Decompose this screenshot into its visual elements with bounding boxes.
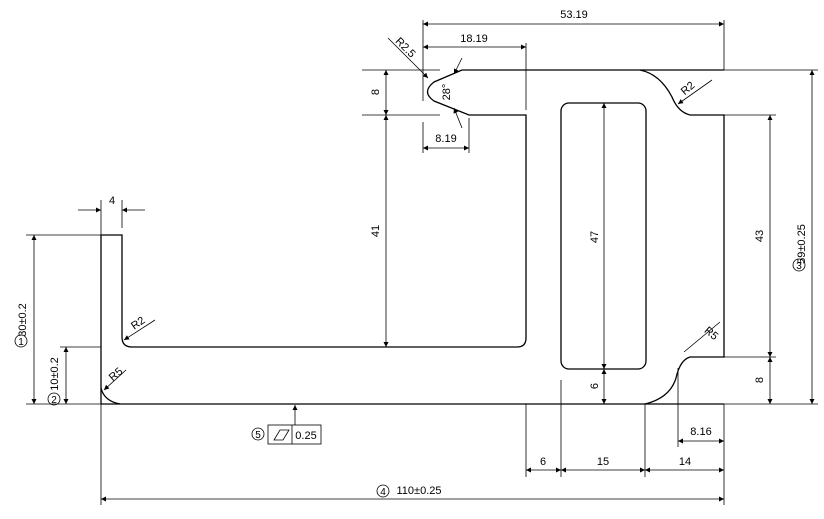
r2-left-leader <box>123 319 156 341</box>
dim-30: 30±0.2 <box>17 303 29 337</box>
outline-left-tab <box>100 69 724 404</box>
dim-6-inner: 6 <box>589 383 601 389</box>
dim-18-19: 18.19 <box>460 33 488 45</box>
r5-right-leader <box>683 321 721 353</box>
r2-5-leader <box>387 37 429 79</box>
outline-left-fillet <box>100 387 121 405</box>
dim-43: 43 <box>754 230 766 242</box>
balloon-5: 5 <box>251 427 265 441</box>
svg-text:4: 4 <box>380 487 386 498</box>
svg-text:3: 3 <box>796 261 802 272</box>
angle-label: 28° <box>441 84 453 101</box>
radius-r2-left: R2 <box>129 315 147 333</box>
balloon-1: 1 <box>14 334 28 348</box>
radius-r2-top: R2 <box>679 80 697 98</box>
flatness-frame: 0.25 <box>267 424 322 445</box>
flatness-symbol-icon <box>273 429 290 441</box>
dim-59: 59±0.25 <box>796 224 808 264</box>
dim-15: 15 <box>597 456 609 468</box>
extension-lines <box>26 20 818 505</box>
part-outline <box>100 69 725 405</box>
radius-leaders <box>103 37 721 391</box>
balloon-4: 4 <box>376 484 390 498</box>
balloons: 1 2 3 4 5 <box>14 258 806 498</box>
dim-10: 10±0.2 <box>49 357 61 391</box>
angle-arrow-lower <box>453 107 463 129</box>
dim-110: 110±0.25 <box>397 485 442 497</box>
dim-53-19: 53.19 <box>560 9 588 21</box>
angle-arrow-upper <box>453 57 463 75</box>
dim-8-19: 8.19 <box>435 133 456 145</box>
radius-r2-5: R2.5 <box>393 35 418 60</box>
dim-6-bottom: 6 <box>540 456 546 468</box>
dim-8-16: 8.16 <box>690 426 711 438</box>
dim-8-top: 8 <box>370 89 382 95</box>
svg-text:2: 2 <box>51 395 57 406</box>
dim-8-bottom: 8 <box>754 377 766 383</box>
dim-14: 14 <box>679 456 691 468</box>
outline-inner-slot <box>560 102 647 370</box>
radius-r5-right: R5 <box>702 325 720 343</box>
outline-right-side <box>639 69 725 405</box>
svg-text:1: 1 <box>18 337 24 348</box>
flatness-tolerance: 0.25 <box>295 430 316 442</box>
dim-41: 41 <box>370 225 382 237</box>
balloon-3: 3 <box>792 258 806 272</box>
r2-top-leader <box>677 79 713 105</box>
svg-text:5: 5 <box>255 430 261 441</box>
r5-left-leader <box>103 369 127 391</box>
radius-r5-left: R5 <box>107 366 125 384</box>
dim-4: 4 <box>109 195 115 207</box>
dimension-lines <box>31 21 815 502</box>
dimension-labels: 53.19 18.19 8.19 8 41 47 6 43 8 59±0.25 … <box>17 9 808 497</box>
balloon-2: 2 <box>47 392 61 406</box>
dim-47: 47 <box>589 231 601 243</box>
